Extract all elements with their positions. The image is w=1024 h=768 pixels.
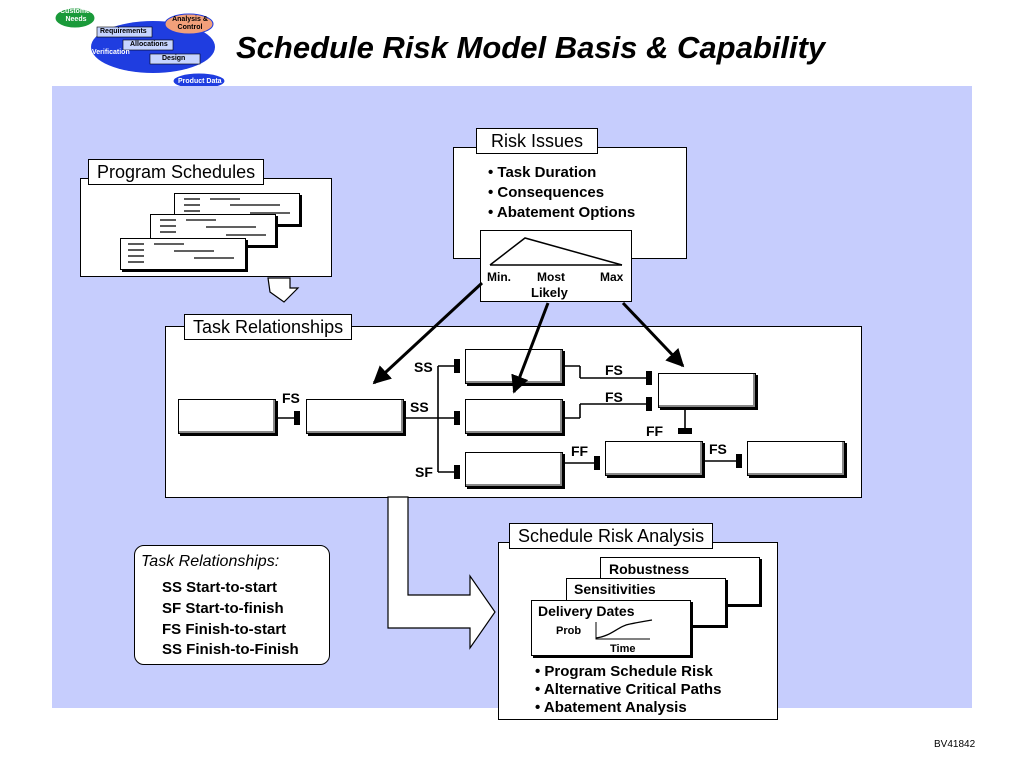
prob-label: Prob: [556, 625, 582, 637]
task-e: [465, 452, 563, 487]
risk-item-duration: • Task Duration: [488, 164, 597, 181]
link-fs-low: FS: [709, 441, 727, 457]
task-d: [465, 399, 563, 434]
logo-requirements: Requirements: [100, 28, 147, 35]
logo-graphic: [54, 7, 226, 90]
link-fs-left: FS: [282, 390, 300, 406]
task-a: [178, 399, 276, 434]
link-fs-mid: FS: [605, 389, 623, 405]
dist-min-label: Min.: [487, 270, 511, 284]
logo-product-data: Product Data: [178, 78, 222, 85]
task-h: [747, 441, 845, 476]
risk-issues-label: Risk Issues: [476, 128, 599, 154]
task-b: [306, 399, 404, 434]
link-fs-top: FS: [605, 362, 623, 378]
logo-customer-needs: Customer Needs: [60, 8, 93, 23]
definitions-heading: Task Relationships:: [141, 553, 280, 570]
link-ss-mid: SS: [410, 399, 429, 415]
link-ff-mid: FF: [646, 423, 664, 439]
task-f: [658, 373, 756, 408]
logo-verification: Verification: [92, 49, 130, 56]
dist-likely-label: Likely: [531, 285, 568, 300]
logo-allocations: Allocations: [130, 41, 168, 48]
delivery-dates-label: Delivery Dates: [538, 603, 635, 619]
task-c: [465, 349, 563, 384]
definition-ss: SS Start-to-start: [162, 579, 278, 596]
definition-sf: SF Start-to-finish: [162, 600, 284, 617]
dist-most-label: Most: [537, 270, 565, 284]
robustness-label: Robustness: [609, 561, 690, 577]
definition-ff: SS Finish-to-Finish: [162, 641, 299, 658]
link-ss-top: SS: [414, 359, 433, 375]
risk-item-consequences: • Consequences: [488, 184, 605, 201]
time-label: Time: [610, 643, 636, 655]
link-ff-low: FF: [571, 443, 589, 459]
sensitivities-label: Sensitivities: [574, 581, 656, 597]
schedule-risk-analysis-label: Schedule Risk Analysis: [509, 523, 714, 549]
analysis-item-abatement: • Abatement Analysis: [535, 699, 687, 716]
analysis-item-risk: • Program Schedule Risk: [535, 663, 713, 680]
logo-design: Design: [162, 55, 186, 62]
schedule-doc-1: [120, 238, 246, 270]
definitions-box: [134, 545, 330, 665]
task-g: [605, 441, 703, 476]
dist-max-label: Max: [600, 270, 624, 284]
document-id: BV41842: [934, 739, 976, 750]
program-schedules-label: Program Schedules: [88, 159, 265, 185]
page-title: Schedule Risk Model Basis & Capability: [236, 30, 826, 65]
task-relationships-label: Task Relationships: [184, 314, 353, 340]
analysis-item-critical: • Alternative Critical Paths: [535, 681, 722, 698]
logo: [54, 5, 230, 90]
logo-analysis-control: Analysis & Control: [172, 16, 208, 31]
risk-item-abatement: • Abatement Options: [488, 204, 636, 221]
link-sf: SF: [415, 464, 433, 480]
definition-fs: FS Finish-to-start: [162, 621, 287, 638]
